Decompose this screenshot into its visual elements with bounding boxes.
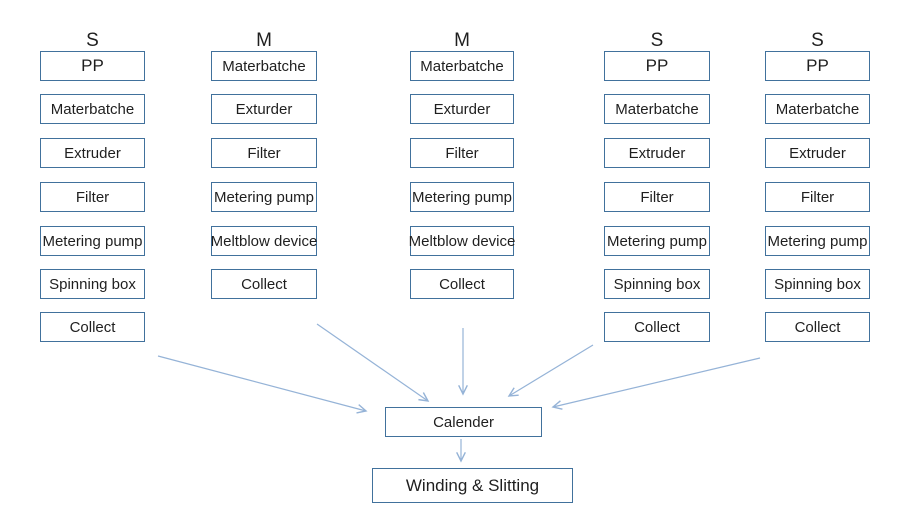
- process-box-spunbond-1-pp: PP: [40, 51, 145, 81]
- process-box-spunbond-2-materbatche: Materbatche: [604, 94, 710, 124]
- column-header-meltblown-1: M: [256, 30, 272, 51]
- process-box-spunbond-1-extruder: Extruder: [40, 138, 145, 168]
- process-box-meltblown-2-metering-pump: Metering pump: [410, 182, 514, 212]
- process-box-spunbond-2-metering-pump: Metering pump: [604, 226, 710, 256]
- process-box-meltblown-2-exturder: Exturder: [410, 94, 514, 124]
- flow-arrow-spunbond-2-to-calender: [507, 344, 594, 397]
- process-box-spunbond-1-metering-pump: Metering pump: [40, 226, 145, 256]
- process-box-meltblown-2-materbatche: Materbatche: [410, 51, 514, 81]
- process-box-meltblown-1-metering-pump: Metering pump: [211, 182, 317, 212]
- flow-arrow-spunbond-3-to-calender: [551, 357, 761, 410]
- process-box-meltblown-2-filter: Filter: [410, 138, 514, 168]
- process-box-spunbond-1-spinning-box: Spinning box: [40, 269, 145, 299]
- process-box-meltblown-1-collect: Collect: [211, 269, 317, 299]
- column-header-spunbond-3: S: [811, 30, 824, 51]
- column-header-meltblown-2: M: [454, 30, 470, 51]
- merge-node-winding-slitting: Winding & Slitting: [372, 468, 573, 503]
- process-box-spunbond-3-collect: Collect: [765, 312, 870, 342]
- process-box-spunbond-2-collect: Collect: [604, 312, 710, 342]
- process-box-spunbond-2-spinning-box: Spinning box: [604, 269, 710, 299]
- process-box-spunbond-2-extruder: Extruder: [604, 138, 710, 168]
- process-box-meltblown-1-materbatche: Materbatche: [211, 51, 317, 81]
- column-header-spunbond-1: S: [86, 30, 99, 51]
- process-box-spunbond-3-filter: Filter: [765, 182, 870, 212]
- flow-arrow-spunbond-1-to-calender: [157, 355, 368, 414]
- process-box-spunbond-2-pp: PP: [604, 51, 710, 81]
- process-box-spunbond-3-spinning-box: Spinning box: [765, 269, 870, 299]
- process-box-spunbond-3-metering-pump: Metering pump: [765, 226, 870, 256]
- process-box-spunbond-1-collect: Collect: [40, 312, 145, 342]
- process-box-meltblown-1-exturder: Exturder: [211, 94, 317, 124]
- process-box-spunbond-1-materbatche: Materbatche: [40, 94, 145, 124]
- process-box-meltblown-1-meltblow-device: Meltblow device: [211, 226, 317, 256]
- process-box-spunbond-2-filter: Filter: [604, 182, 710, 212]
- flow-arrow-meltblown-1-to-calender: [316, 323, 430, 402]
- process-box-spunbond-3-extruder: Extruder: [765, 138, 870, 168]
- process-box-spunbond-3-pp: PP: [765, 51, 870, 81]
- column-header-spunbond-2: S: [650, 30, 664, 51]
- merge-node-calender: Calender: [385, 407, 542, 437]
- process-box-spunbond-3-materbatche: Materbatche: [765, 94, 870, 124]
- process-box-meltblown-1-filter: Filter: [211, 138, 317, 168]
- process-box-meltblown-2-meltblow-device: Meltblow device: [409, 226, 515, 256]
- process-box-spunbond-1-filter: Filter: [40, 182, 145, 212]
- process-box-meltblown-2-collect: Collect: [410, 269, 514, 299]
